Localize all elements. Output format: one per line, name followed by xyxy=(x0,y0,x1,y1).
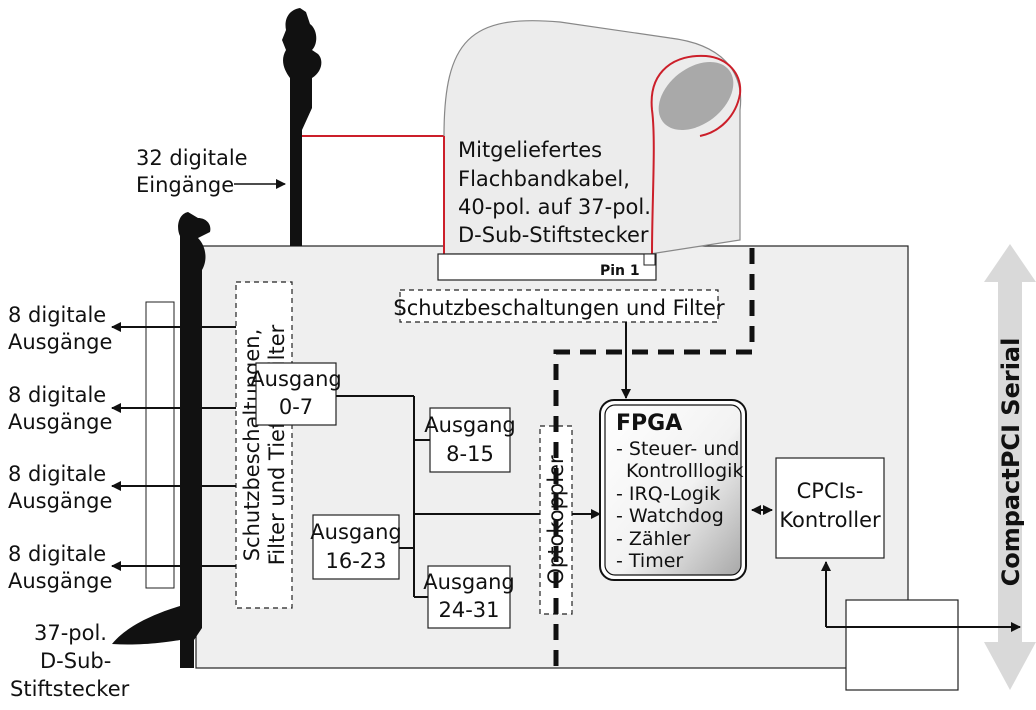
output-group-24-31: Ausgang 24-31 xyxy=(423,565,515,629)
output-group-title: Ausgang xyxy=(250,367,341,391)
fpga-title: FPGA xyxy=(616,411,682,436)
fpga-item: - Watchdog xyxy=(616,505,724,527)
output-group-range: 0-7 xyxy=(279,395,313,419)
fpga-item: Kontrolllogik xyxy=(626,460,743,482)
output-group-title: Ausgang xyxy=(423,570,514,594)
inputs-label-line1: 32 digitale xyxy=(136,146,248,170)
output-label-4-line1: 8 digitale xyxy=(8,542,106,566)
bus-label: CompactPCI Serial xyxy=(997,338,1025,587)
output-group-8-15: Ausgang 8-15 xyxy=(424,407,516,473)
inputs-label-line2: Eingänge xyxy=(136,173,234,197)
fpga-item: - Steuer- und xyxy=(616,438,739,460)
output-label-3-line2: Ausgänge xyxy=(8,489,112,513)
output-label-2-line2: Ausgänge xyxy=(8,410,112,434)
output-label-1-line1: 8 digitale xyxy=(8,303,106,327)
controller-label-line1: CPCIs- xyxy=(797,479,864,503)
controller-box xyxy=(775,457,885,559)
protection-left-line2: Filter und Tiefpassfilter xyxy=(265,324,289,565)
protection-left-box xyxy=(235,281,293,609)
output-group-16-23: Ausgang 16-23 xyxy=(310,514,402,580)
connector-label-line2: D-Sub- xyxy=(40,649,111,673)
output-label-2-line1: 8 digitale xyxy=(8,383,106,407)
output-label-3-line1: 8 digitale xyxy=(8,462,106,486)
cable-label-line1: Mitgeliefertes xyxy=(458,138,602,162)
fpga-inner xyxy=(604,404,742,576)
output-group-range: 8-15 xyxy=(446,442,494,466)
controller-label-line2: Kontroller xyxy=(779,508,881,532)
protection-top-box xyxy=(399,289,719,323)
fpga-item: - Timer xyxy=(616,550,683,572)
output-label-4-line2: Ausgänge xyxy=(8,569,112,593)
bus-arrow xyxy=(984,244,1036,690)
connector-label-line3: Stiftstecker xyxy=(10,677,130,701)
output-label-1-line2: Ausgänge xyxy=(8,330,112,354)
output-group-range: 24-31 xyxy=(438,598,499,622)
output-group-range: 16-23 xyxy=(325,549,386,573)
output-arrows xyxy=(111,322,236,571)
output-group-title: Ausgang xyxy=(424,413,515,437)
cable-header xyxy=(437,253,657,281)
isolation-boundary xyxy=(553,246,755,666)
output-group-title: Ausgang xyxy=(310,520,401,544)
output-bus-lines xyxy=(336,395,540,598)
cable-label-line2: Flachbandkabel, xyxy=(458,167,630,191)
input-connector xyxy=(282,8,322,246)
connector-label-line1: 37-pol. xyxy=(34,621,107,645)
cable-label-line4: D-Sub-Stiftstecker xyxy=(458,223,649,247)
output-group-0-7: Ausgang 0-7 xyxy=(250,362,342,426)
cable-label-line3: 40-pol. auf 37-pol. xyxy=(458,195,651,219)
protection-top-label: Schutzbeschaltungen und Filter xyxy=(393,296,725,320)
output-connector-housing xyxy=(145,301,175,589)
fpga-item: - Zähler xyxy=(616,528,691,550)
ribbon-cable xyxy=(298,20,742,255)
fpga-item: - IRQ-Logik xyxy=(616,483,720,505)
pin1-marker xyxy=(643,253,656,266)
bus-connector xyxy=(845,599,959,691)
pin-label: Pin 1 xyxy=(600,263,640,279)
